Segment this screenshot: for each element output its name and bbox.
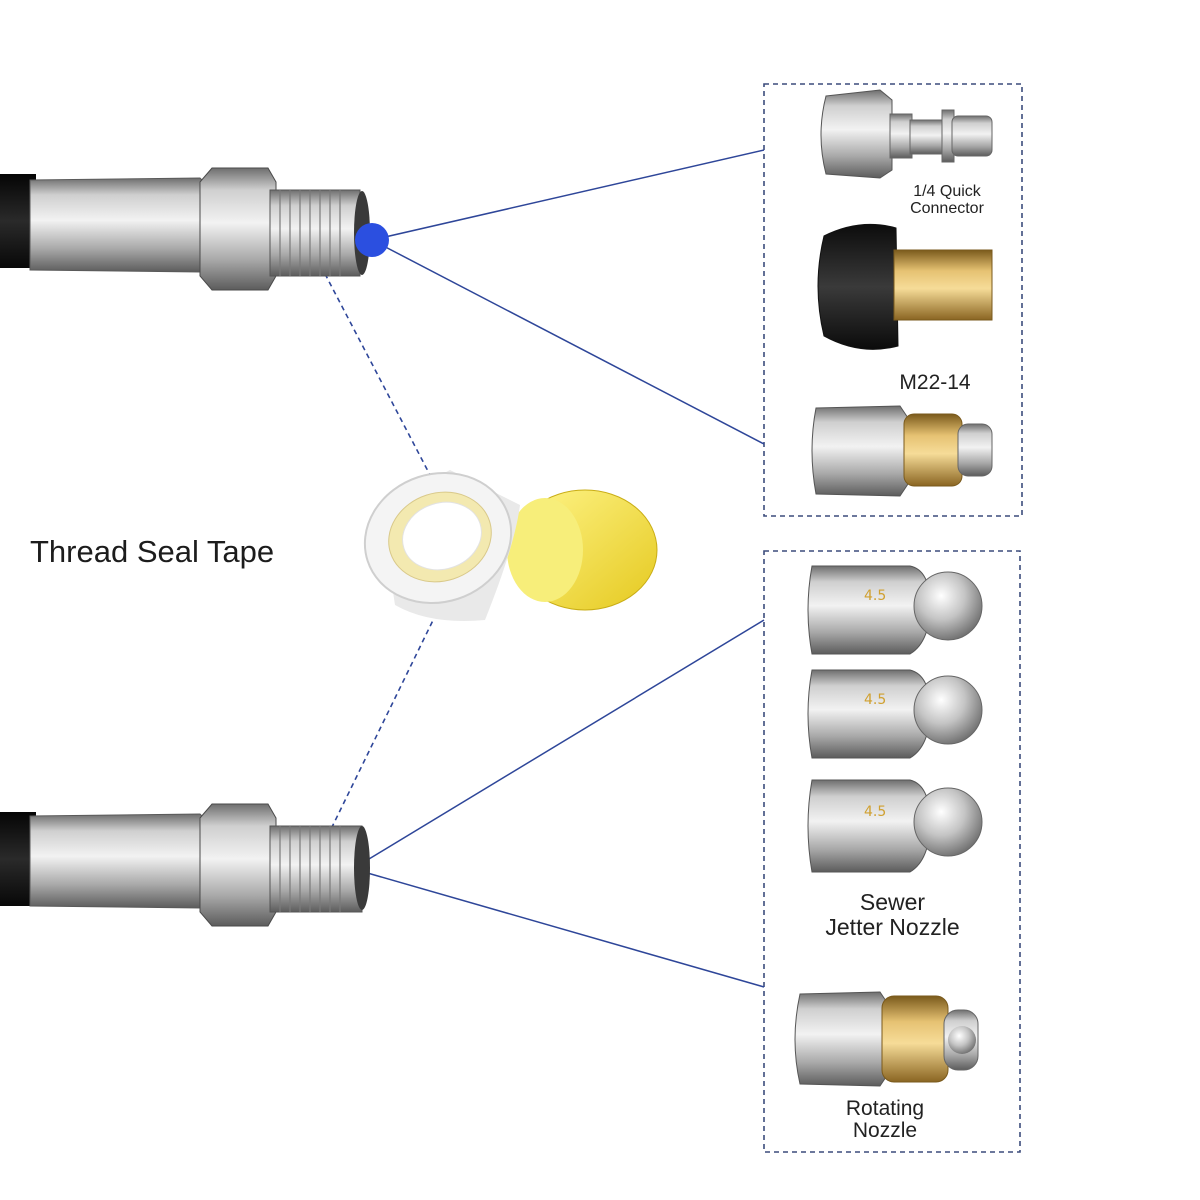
thread-seal-tape-roll [363,470,658,621]
rotating-nozzle-image [794,991,979,1087]
upper-hose-fitting [0,167,389,291]
upper-hex-nut [199,167,277,291]
m22-coupler-image [817,223,993,350]
sewer-nozzle-image-3: 4.5 [807,779,983,873]
lower-hex-nut [199,803,277,927]
svg-text:4.5: 4.5 [864,804,886,820]
m22-label: M22-14 [899,371,971,394]
upper-threaded-end [269,189,361,277]
thread-seal-tape-label: Thread Seal Tape [30,534,275,569]
connection-point-dot [355,223,389,257]
lower-hose-fitting [0,803,370,927]
sewer-nozzle-image-1: 4.5 [807,565,983,655]
upper-connector-box [763,83,1023,517]
brass-rotating-nozzle-small-image [811,405,993,497]
lower-nozzle-box [763,550,1021,1153]
svg-text:4.5: 4.5 [864,588,886,604]
quick-connector-image [820,89,993,179]
quick-connector-label: 1/4 Quick Connector [910,183,984,217]
sewer-nozzle-image-2: 4.5 [807,669,983,759]
connector-lines [363,149,765,988]
lower-crimp-sleeve [29,813,211,909]
lower-threaded-end [269,825,363,913]
upper-crimp-sleeve [29,177,211,273]
sewer-jetter-nozzle-label: Sewer Jetter Nozzle [825,889,960,940]
rotating-nozzle-label: Rotating Nozzle [845,1097,925,1142]
svg-text:4.5: 4.5 [864,692,886,708]
